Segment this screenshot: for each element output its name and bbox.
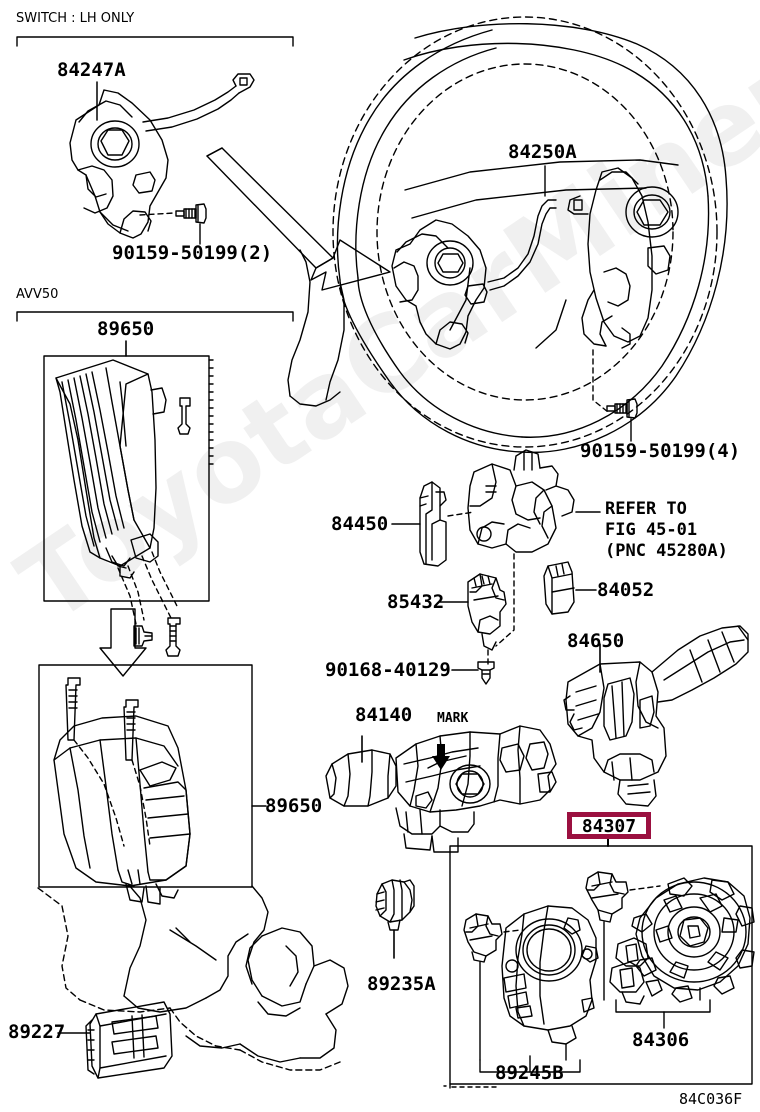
callout-89227: 89227	[8, 1021, 66, 1043]
figure-code: 84C036F	[679, 1090, 743, 1108]
callout-84140: 84140	[355, 704, 413, 726]
callout-90159-50199-2: 90159-50199(2)	[112, 242, 273, 264]
part-85432-artwork	[439, 573, 507, 667]
part-90159-50199-2-artwork	[139, 203, 207, 245]
callout-89650-bottom: 89650	[265, 795, 323, 817]
group-label-switch-lh: SWITCH : LH ONLY	[16, 11, 135, 26]
part-89235A-artwork	[375, 879, 415, 959]
detail-box-89650-lower	[38, 664, 253, 905]
highlighted-part-84307[interactable]: 84307	[567, 812, 651, 839]
mark-arrow	[432, 744, 450, 770]
part-90159-50199-4-artwork	[606, 398, 638, 442]
callout-90168-40129: 90168-40129	[325, 659, 451, 681]
dashed-leader-84250A	[592, 349, 609, 413]
inner-box-84306	[615, 999, 711, 1029]
part-steering-column-bracket-artwork	[467, 449, 601, 553]
callout-89245B: 89245B	[495, 1062, 564, 1084]
mark-label: MARK	[437, 711, 469, 726]
detail-box-89650-upper	[43, 355, 214, 657]
part-84052-artwork	[543, 561, 597, 615]
callout-84250A: 84250A	[508, 141, 577, 163]
callout-84450: 84450	[331, 513, 389, 535]
part-84306-artwork	[585, 871, 755, 1005]
part-90168-40129-artwork	[451, 661, 495, 685]
steering-wheel-solid	[336, 23, 728, 454]
callout-84306: 84306	[632, 1029, 690, 1051]
part-89227-artwork	[57, 1001, 173, 1079]
dash-panel-silhouette	[37, 887, 341, 1071]
dash-panel-outline	[123, 883, 349, 1063]
installation-arrow-down	[99, 608, 147, 677]
inner-box-89245B	[479, 1055, 581, 1073]
callout-84650: 84650	[567, 630, 625, 652]
steering-wheel-dashed	[332, 16, 718, 448]
refer-to-note: REFER TO FIG 45-01 (PNC 45280A)	[605, 499, 728, 561]
highlighted-part-label: 84307	[581, 816, 637, 837]
installation-arrow-left	[206, 147, 391, 291]
dashed-column-to-bolt	[495, 553, 515, 647]
callout-89650-top: 89650	[97, 318, 155, 340]
callout-89235A: 89235A	[367, 973, 436, 995]
callout-84052: 84052	[597, 579, 655, 601]
callout-85432: 85432	[387, 591, 445, 613]
part-89245B-artwork	[463, 905, 599, 1061]
part-84140-artwork	[325, 725, 557, 853]
callout-90159-50199-4: 90159-50199(4)	[580, 440, 741, 462]
group-bracket-avv50	[16, 311, 294, 322]
group-label-avv50: AVV50	[16, 287, 59, 302]
part-84250A-artwork	[391, 165, 679, 350]
detail-box-84307	[443, 845, 753, 1089]
part-84450-artwork	[391, 481, 475, 567]
part-84247A-artwork	[69, 73, 255, 239]
group-bracket-switch-lh	[16, 36, 294, 47]
part-84650-artwork	[563, 625, 749, 807]
column-cover-stub	[287, 249, 345, 407]
callout-84247A: 84247A	[57, 59, 126, 81]
